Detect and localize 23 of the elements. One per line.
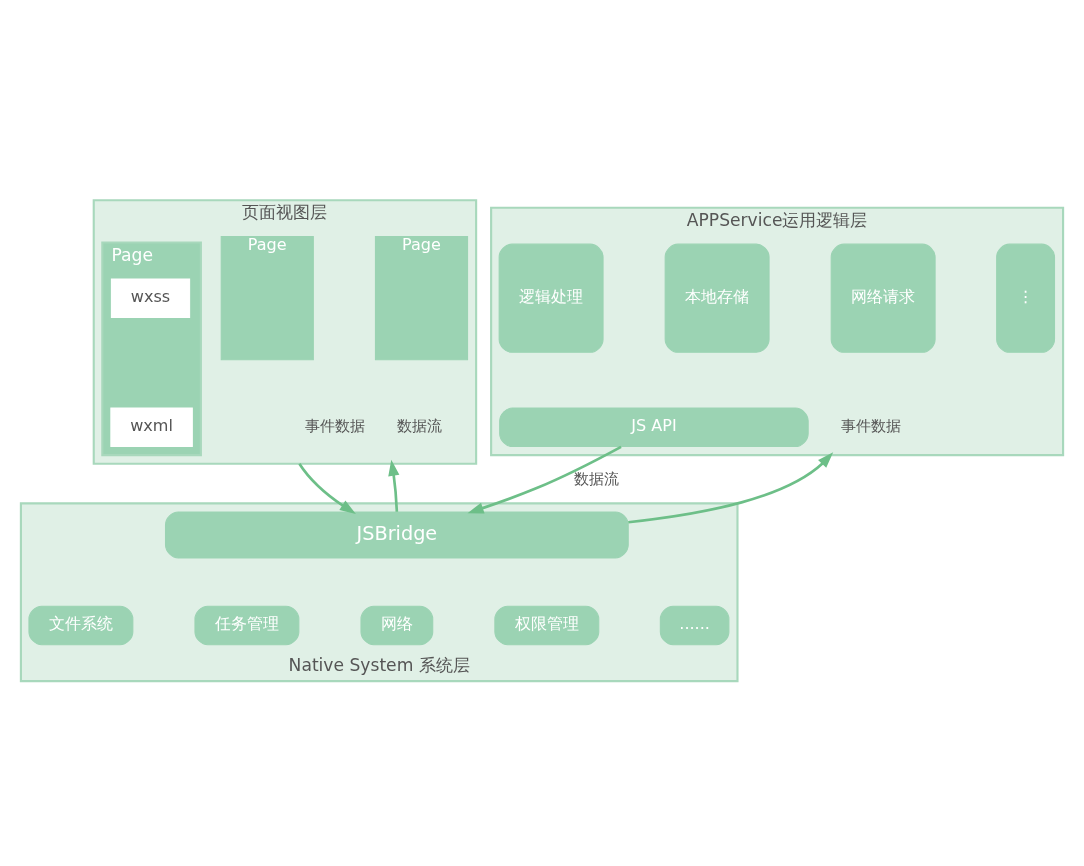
node-box: Page xyxy=(374,235,469,360)
node-box: wxss xyxy=(110,277,191,318)
edge-label: 数据流 xyxy=(573,469,619,488)
node-box: 网络请求 xyxy=(830,243,936,353)
node-box: wxml xyxy=(110,407,193,447)
node-box: 逻辑处理 xyxy=(498,243,604,353)
node-box: 文件系统 xyxy=(28,605,134,645)
node-box: ⋮ xyxy=(996,243,1056,353)
node-box: 任务管理 xyxy=(194,605,300,645)
node-box: JS API xyxy=(499,407,809,447)
arrow xyxy=(298,462,356,514)
node-box: ...... xyxy=(659,605,730,645)
edge-label: 事件数据 xyxy=(305,416,366,435)
arrow xyxy=(388,459,400,512)
arrow xyxy=(628,451,834,524)
edge-label: 事件数据 xyxy=(840,416,901,435)
arrow xyxy=(467,445,622,513)
node-box: 网络 xyxy=(360,605,434,645)
node-box: 权限管理 xyxy=(494,605,600,645)
node-box: Page xyxy=(220,235,314,360)
node-box: JSBridge xyxy=(164,510,629,558)
edge-label: 数据流 xyxy=(396,416,442,435)
node-box: 本地存储 xyxy=(664,243,770,353)
